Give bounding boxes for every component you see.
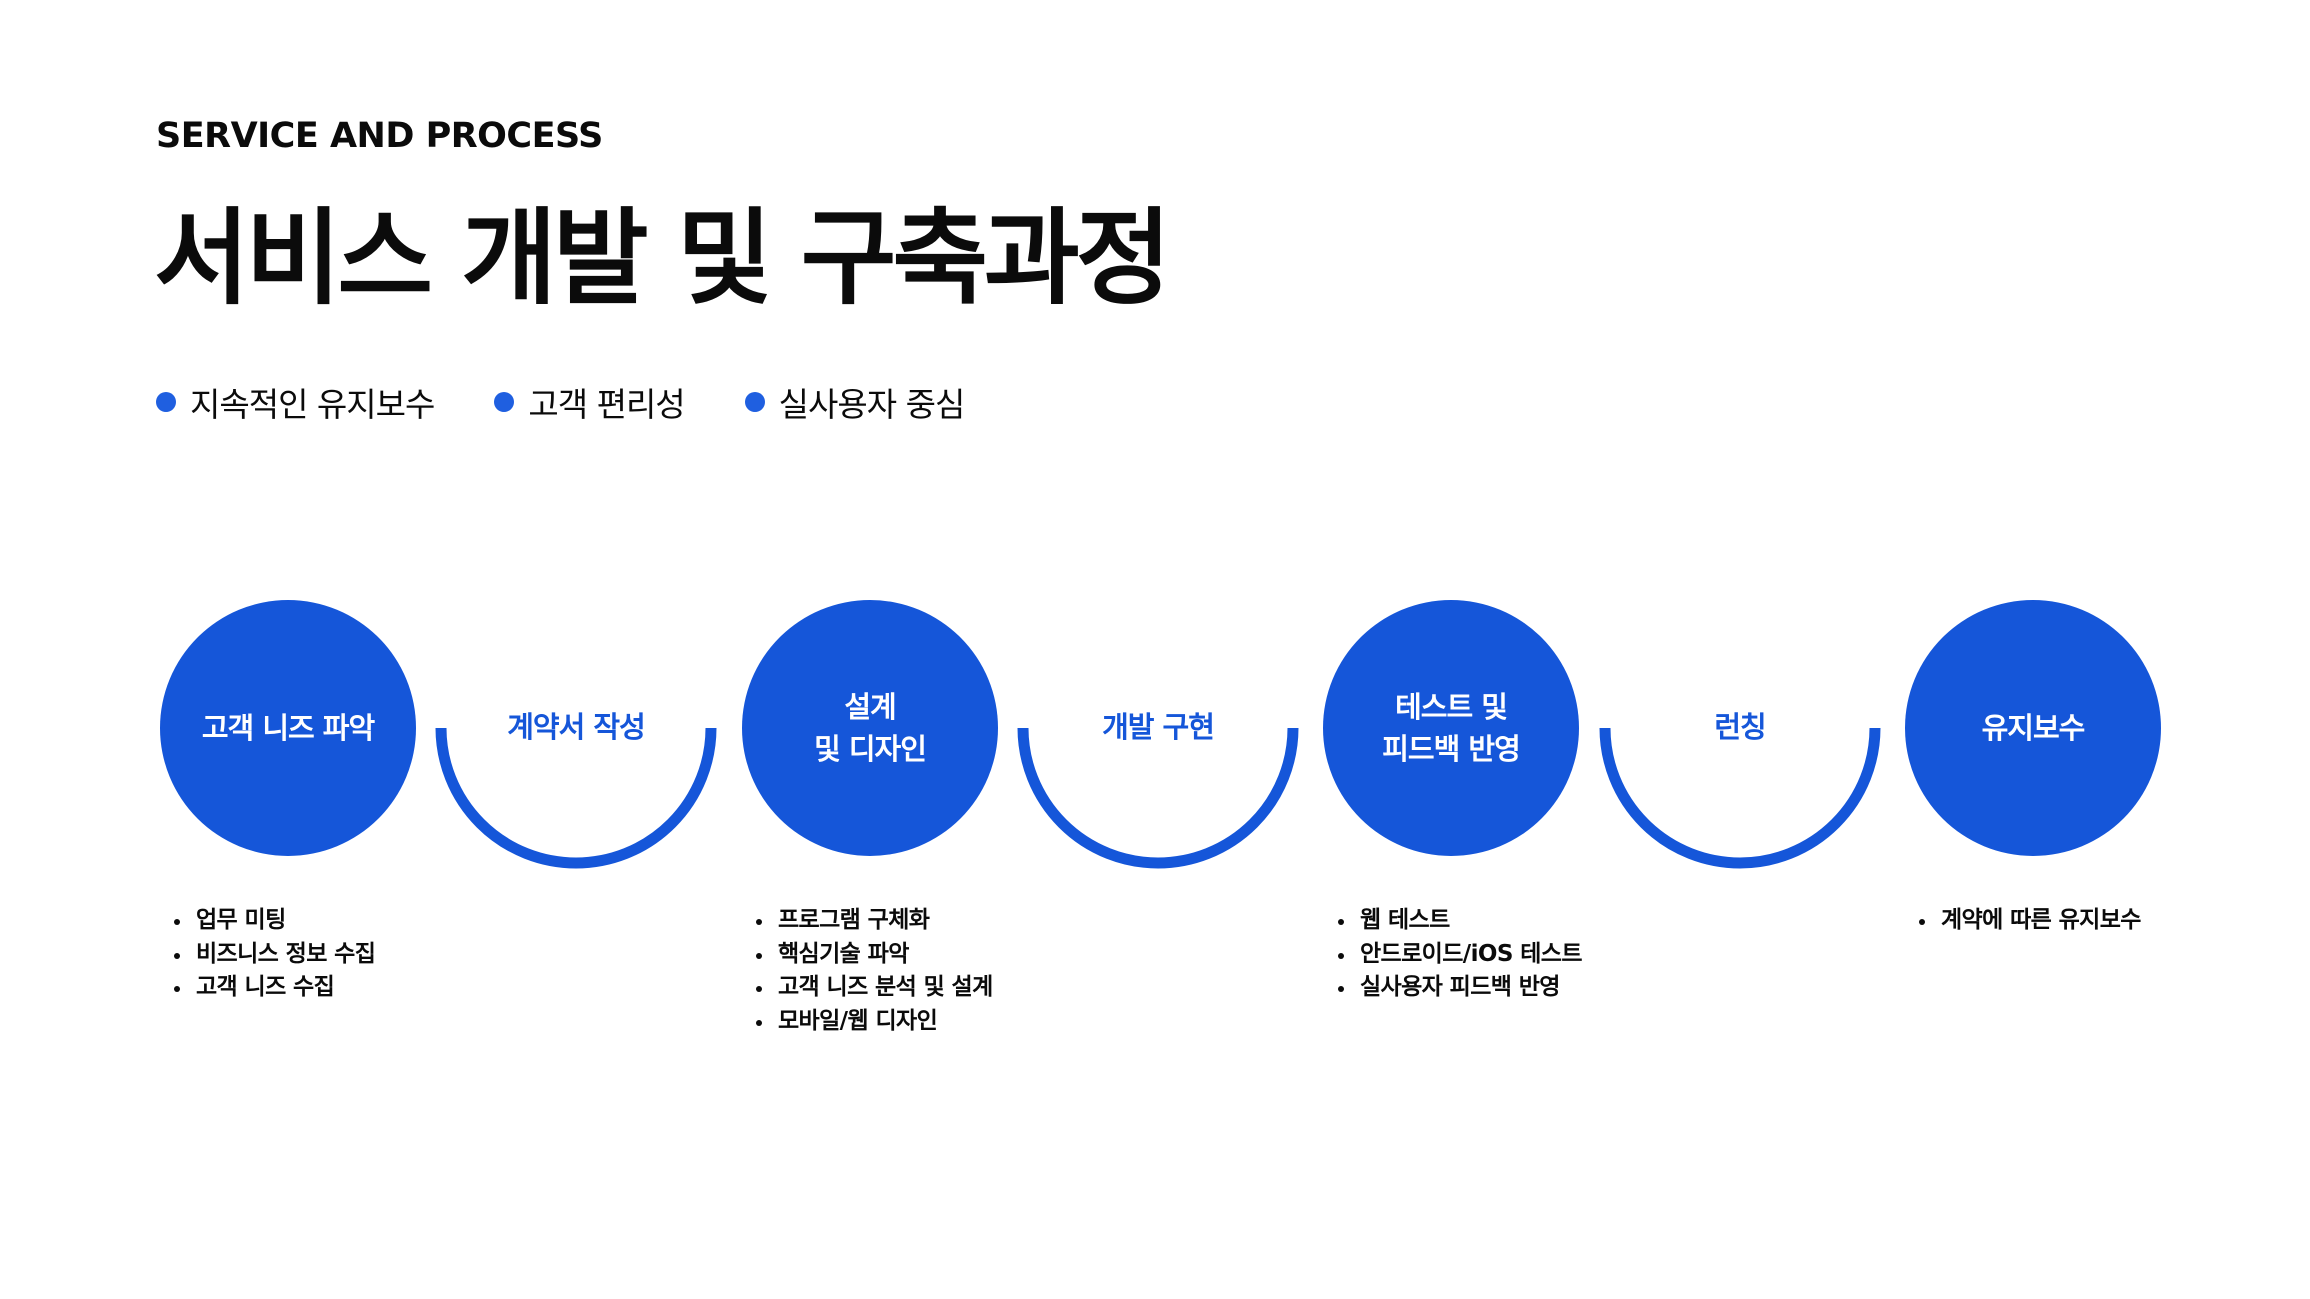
step-detail-list: 업무 미팅 비즈니스 정보 수집 고객 니즈 수집 (172, 904, 376, 1005)
detail-item: 비즈니스 정보 수집 (172, 938, 376, 972)
bullet-dot-icon (156, 392, 176, 412)
connector-label: 런칭 (1714, 710, 1766, 744)
detail-item: 웹 테스트 (1336, 904, 1582, 938)
detail-item: 안드로이드/iOS 테스트 (1336, 938, 1582, 972)
detail-item: 계약에 따른 유지보수 (1917, 904, 2141, 938)
step-detail-list: 웹 테스트 안드로이드/iOS 테스트 실사용자 피드백 반영 (1336, 904, 1582, 1005)
process-step-circle: 설계 및 디자인 (742, 600, 998, 856)
feature-label: 고객 편리성 (528, 385, 685, 424)
process-step-circle: 고객 니즈 파악 (160, 600, 416, 856)
process-step-label: 유지보수 (1981, 711, 2086, 745)
feature-item: 고객 편리성 (494, 378, 686, 426)
detail-item: 업무 미팅 (172, 904, 375, 938)
process-step-label: 피드백 반영 (1382, 732, 1520, 766)
detail-item: 핵심기술 파악 (754, 938, 993, 972)
feature-label: 실사용자 중심 (778, 385, 966, 424)
detail-item: 고객 니즈 수집 (172, 971, 375, 1005)
feature-item: 지속적인 유지보수 (156, 378, 435, 426)
step-detail-list: 계약에 따른 유지보수 (1917, 904, 2141, 938)
process-step-label: 테스트 및 (1395, 690, 1508, 724)
detail-item: 고객 니즈 분석 및 설계 (754, 971, 993, 1005)
page-title: 서비스 개발 및 구축과정 (154, 197, 1171, 319)
feature-list: 지속적인 유지보수 고객 편리성 실사용자 중심 (156, 378, 1024, 426)
process-step-circle: 테스트 및 피드백 반영 (1323, 600, 1579, 856)
eyebrow-label: SERVICE AND PROCESS (156, 116, 603, 156)
detail-item: 실사용자 피드백 반영 (1336, 971, 1582, 1005)
detail-item: 모바일/웹 디자인 (754, 1005, 993, 1039)
connector-arc (1017, 728, 1299, 869)
feature-item: 실사용자 중심 (744, 378, 966, 426)
connector-label: 계약서 작성 (507, 710, 646, 744)
connector-arc (435, 728, 717, 869)
process-step-label: 및 디자인 (814, 732, 927, 766)
process-step-label: 설계 (844, 690, 896, 724)
process-step-label: 고객 니즈 파악 (201, 711, 375, 745)
feature-label: 지속적인 유지보수 (190, 385, 435, 424)
process-step-circle: 유지보수 (1905, 600, 2161, 856)
detail-item: 프로그램 구체화 (754, 904, 993, 938)
bullet-dot-icon (744, 392, 765, 412)
connector-arc (1599, 728, 1881, 869)
step-detail-list: 프로그램 구체화 핵심기술 파악 고객 니즈 분석 및 설계 모바일/웹 디자인 (754, 904, 993, 1038)
bullet-dot-icon (494, 392, 515, 412)
connector-label: 개발 구현 (1102, 710, 1215, 744)
